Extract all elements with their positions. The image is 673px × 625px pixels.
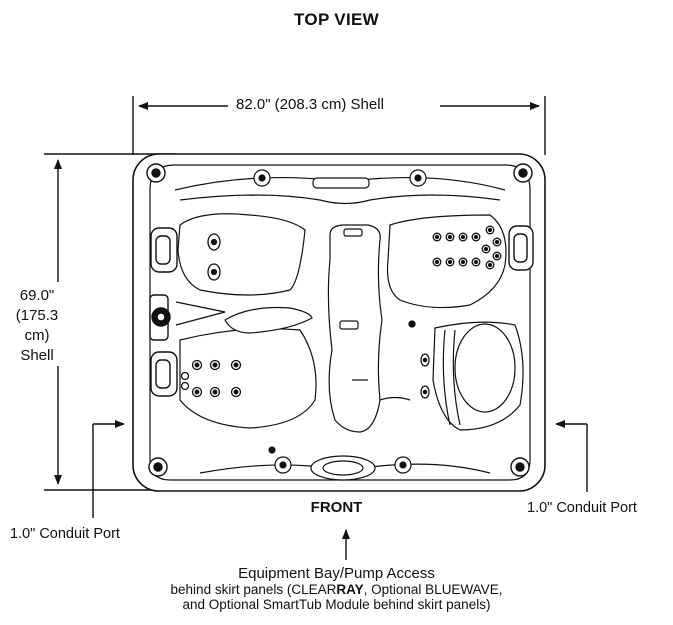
- center-footwell: [327, 224, 411, 433]
- height-label-line1: 69.0": [19, 287, 55, 304]
- equipment-line1: Equipment Bay/Pump Access: [238, 565, 435, 582]
- top-features: [174, 169, 506, 205]
- left-controls: [149, 294, 226, 341]
- conduit-left-pointer: [92, 420, 125, 518]
- right-pillow: [508, 225, 534, 271]
- equipment-bay-note: Equipment Bay/Pump Access behind skirt p…: [0, 566, 673, 612]
- bottom-features: [199, 446, 491, 481]
- equipment-line2: behind skirt panels (CLEARRAY, Optional …: [170, 582, 503, 597]
- conduit-port-right-label: 1.0" Conduit Port: [527, 500, 637, 516]
- height-label-line2: (175.3 cm): [15, 307, 59, 344]
- left-pillows: [150, 227, 178, 397]
- right-jets: [408, 225, 502, 399]
- diagram-title: TOP VIEW: [294, 10, 379, 29]
- height-label-line3: Shell: [20, 347, 54, 364]
- conduit-port-left-label: 1.0" Conduit Port: [10, 526, 120, 542]
- left-seats: [177, 213, 317, 429]
- equipment-line3: and Optional SmartTub Module behind skir…: [182, 597, 491, 612]
- left-jets: [180, 233, 242, 398]
- width-dimension-label: 82.0" (208.3 cm) Shell: [230, 96, 390, 113]
- height-dimension-label: 69.0" (175.3 cm) Shell: [2, 286, 72, 366]
- conduit-right-pointer: [555, 420, 588, 492]
- corner-fittings: [146, 163, 533, 477]
- front-label: FRONT: [310, 499, 363, 516]
- right-seats: [386, 214, 524, 431]
- width-dimension: [132, 96, 546, 155]
